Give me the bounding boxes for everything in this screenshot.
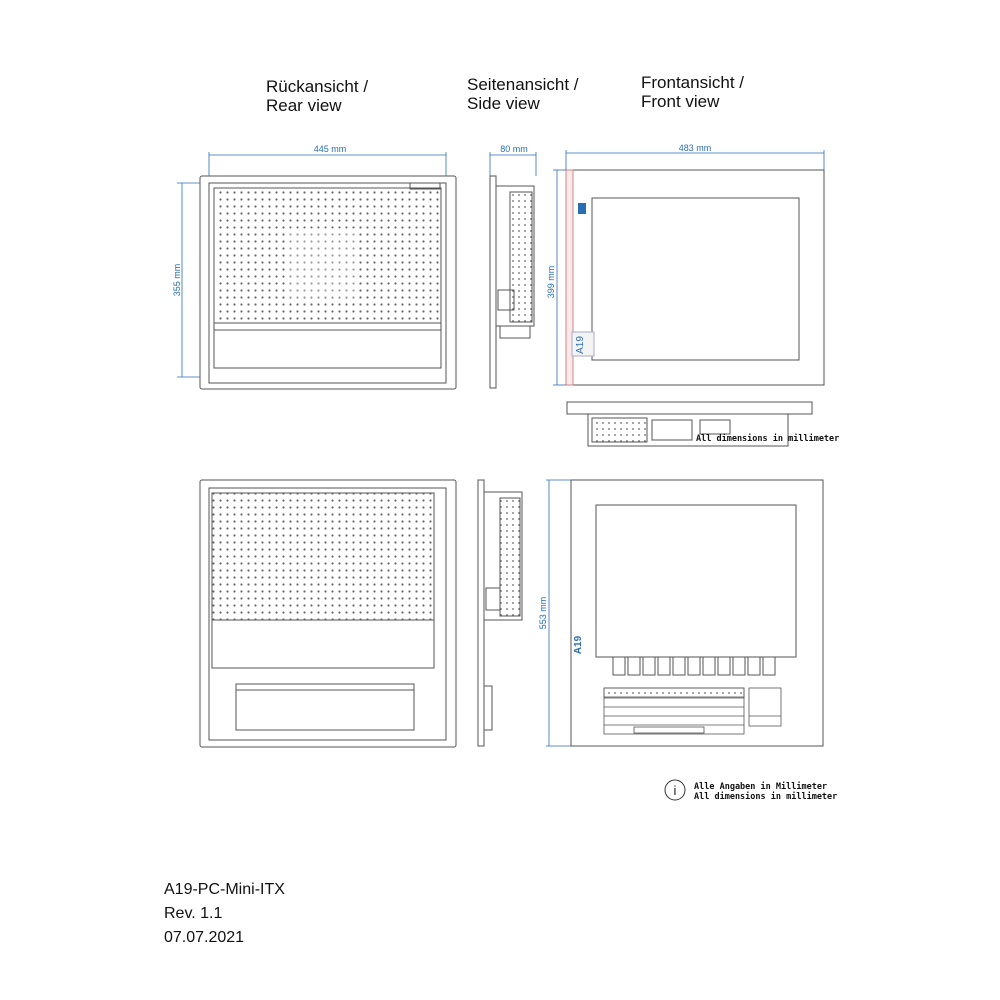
revision: Rev. 1.1 xyxy=(164,905,223,922)
info-icon: i xyxy=(664,779,686,801)
keyboard xyxy=(603,687,782,735)
top-down-view xyxy=(566,401,813,447)
dim-rear-width xyxy=(208,152,447,176)
side-view-bottom xyxy=(477,479,523,747)
dim-rear-height xyxy=(177,182,200,378)
dim-rear-width-label: 445 mm xyxy=(314,144,347,154)
rear-view-bottom xyxy=(199,479,457,748)
side-view-top xyxy=(489,175,535,389)
date: 07.07.2021 xyxy=(164,929,245,946)
panel-label-top: A19 xyxy=(575,336,586,354)
dim-side-depth xyxy=(489,152,537,176)
dim-rear-height-label: 355 mm xyxy=(172,264,182,297)
dim-front-height-large-label: 553 mm xyxy=(538,597,548,630)
rear-view-top xyxy=(199,175,457,390)
front-view-top xyxy=(565,169,825,386)
dim-front-height xyxy=(553,169,566,386)
dimensions-note: Alle Angaben in Millimeter All dimension… xyxy=(694,782,838,802)
dim-front-height-large xyxy=(546,479,571,747)
function-keys xyxy=(612,656,776,676)
front-view-heading: Frontansicht / Front view xyxy=(641,73,744,111)
dim-front-width xyxy=(565,150,825,170)
front-view-bottom xyxy=(570,479,824,747)
rear-view-heading: Rückansicht / Rear view xyxy=(266,77,369,115)
svg-text:i: i xyxy=(674,783,677,798)
dim-front-height-label: 399 mm xyxy=(546,266,556,299)
panel-label-bottom: A19 xyxy=(573,635,584,654)
model-name: A19-PC-Mini-ITX xyxy=(164,881,285,898)
side-view-heading: Seitenansicht / Side view xyxy=(467,75,579,113)
dimensions-note-small: All dimensions in millimeter xyxy=(696,434,840,444)
dim-side-depth-label: 80 mm xyxy=(500,144,528,154)
dim-front-width-label: 483 mm xyxy=(679,143,712,153)
